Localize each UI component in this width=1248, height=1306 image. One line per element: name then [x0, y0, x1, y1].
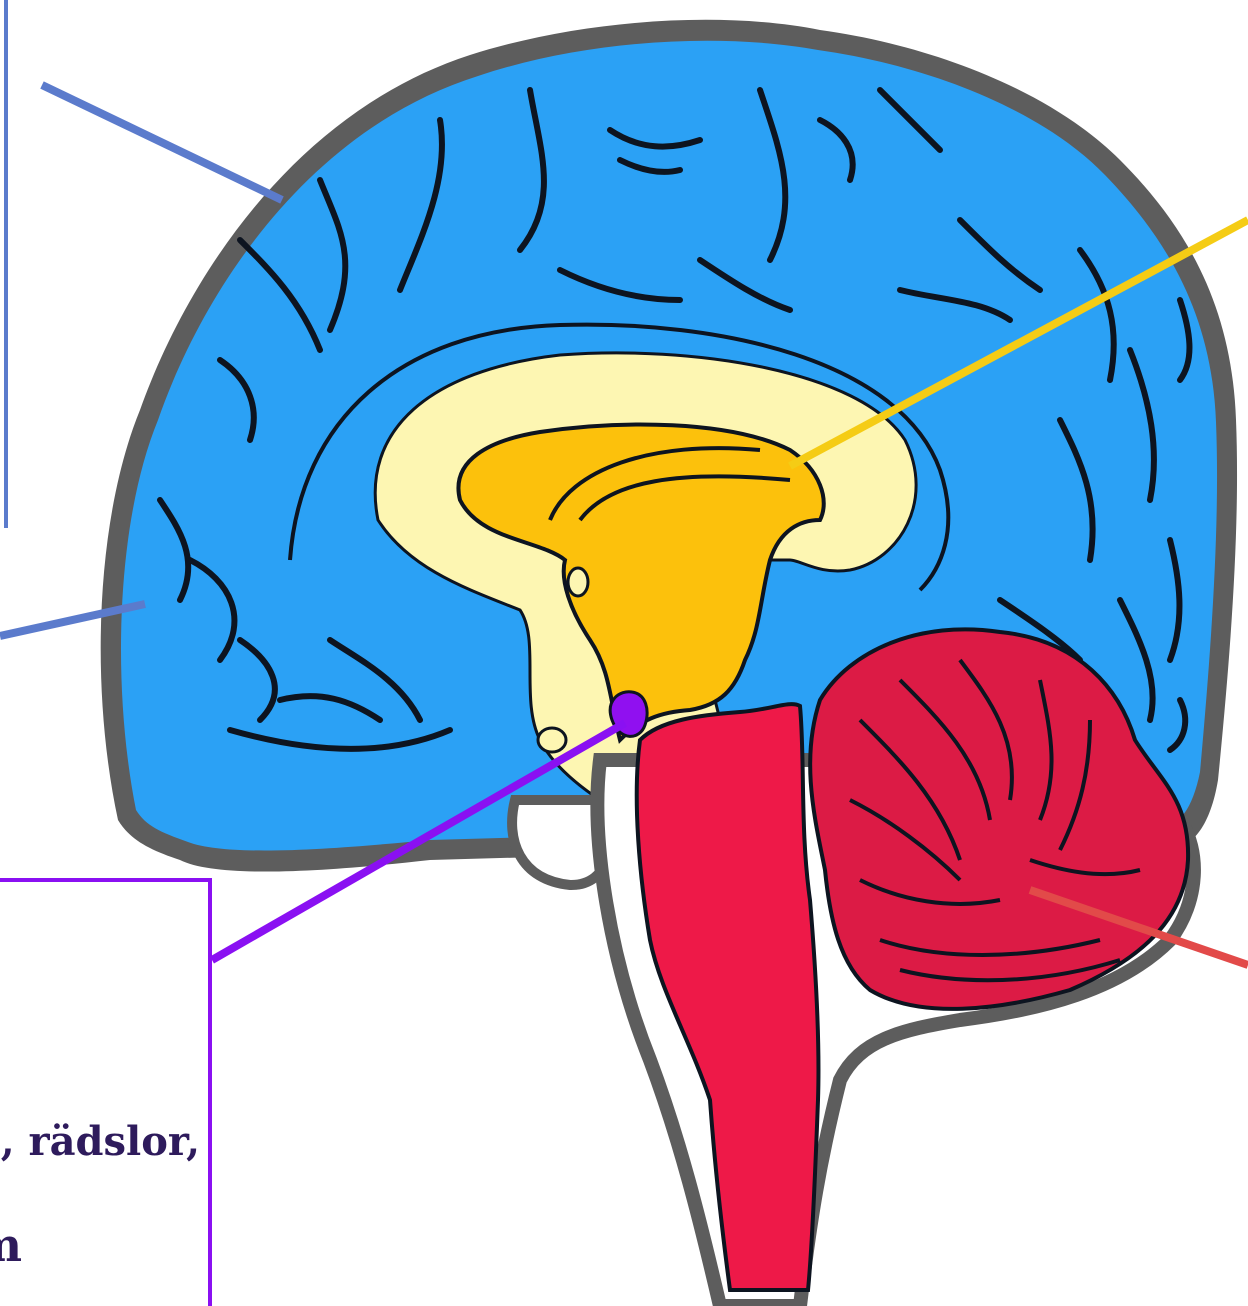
label-text-m: m — [0, 1218, 22, 1272]
leader-line-cortex-top — [42, 85, 282, 200]
small-nucleus — [568, 568, 588, 596]
mammillary-body — [538, 728, 566, 752]
label-text-fears: , rädslor, — [1, 1118, 200, 1165]
amygdala-label-box — [0, 880, 210, 1306]
